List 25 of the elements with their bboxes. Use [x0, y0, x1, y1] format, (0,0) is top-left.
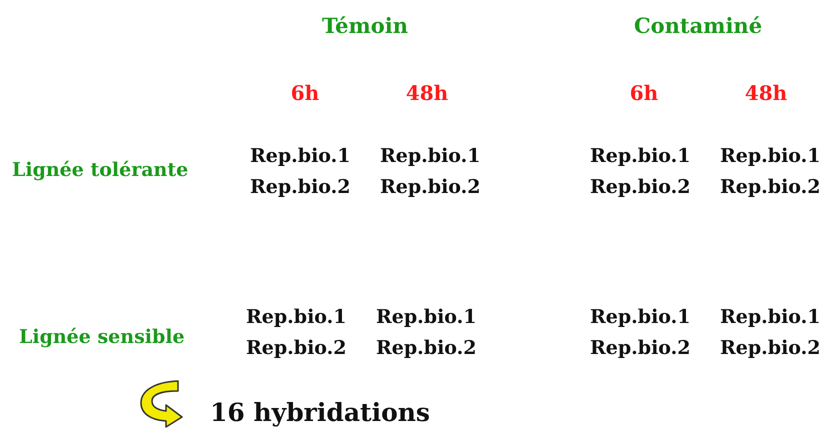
time-heading: 48h: [406, 83, 448, 103]
replicate-label: Rep.bio.1: [380, 146, 480, 166]
time-heading: 6h: [630, 83, 658, 103]
total-note: 16 hybridations: [210, 400, 430, 424]
replicate-label: Rep.bio.2: [590, 178, 690, 196]
time-heading: 6h: [290, 83, 320, 103]
row-heading: Lignée tolérante: [12, 160, 188, 180]
replicate-label: Rep.bio.1: [720, 146, 820, 166]
replicate-label: Rep.bio.1: [246, 308, 346, 326]
replicate-label: Rep.bio.1: [720, 308, 820, 326]
row-heading: Lignée sensible: [19, 328, 185, 346]
time-heading: 48h: [744, 83, 788, 103]
replicate-label: Rep.bio.1: [250, 146, 350, 166]
replicate-label: Rep.bio.1: [590, 308, 690, 326]
replicate-label: Rep.bio.2: [380, 178, 480, 196]
replicate-label: Rep.bio.2: [246, 338, 346, 358]
replicate-label: Rep.bio.2: [720, 178, 820, 196]
column-heading: Témoin: [322, 14, 408, 36]
replicate-label: Rep.bio.1: [590, 146, 690, 166]
replicate-label: Rep.bio.2: [590, 338, 690, 358]
column-heading: Contaminé: [634, 14, 762, 36]
replicate-label: Rep.bio.2: [250, 178, 350, 196]
replicate-label: Rep.bio.2: [376, 338, 476, 358]
replicate-label: Rep.bio.1: [376, 308, 476, 326]
replicate-label: Rep.bio.2: [720, 338, 820, 358]
